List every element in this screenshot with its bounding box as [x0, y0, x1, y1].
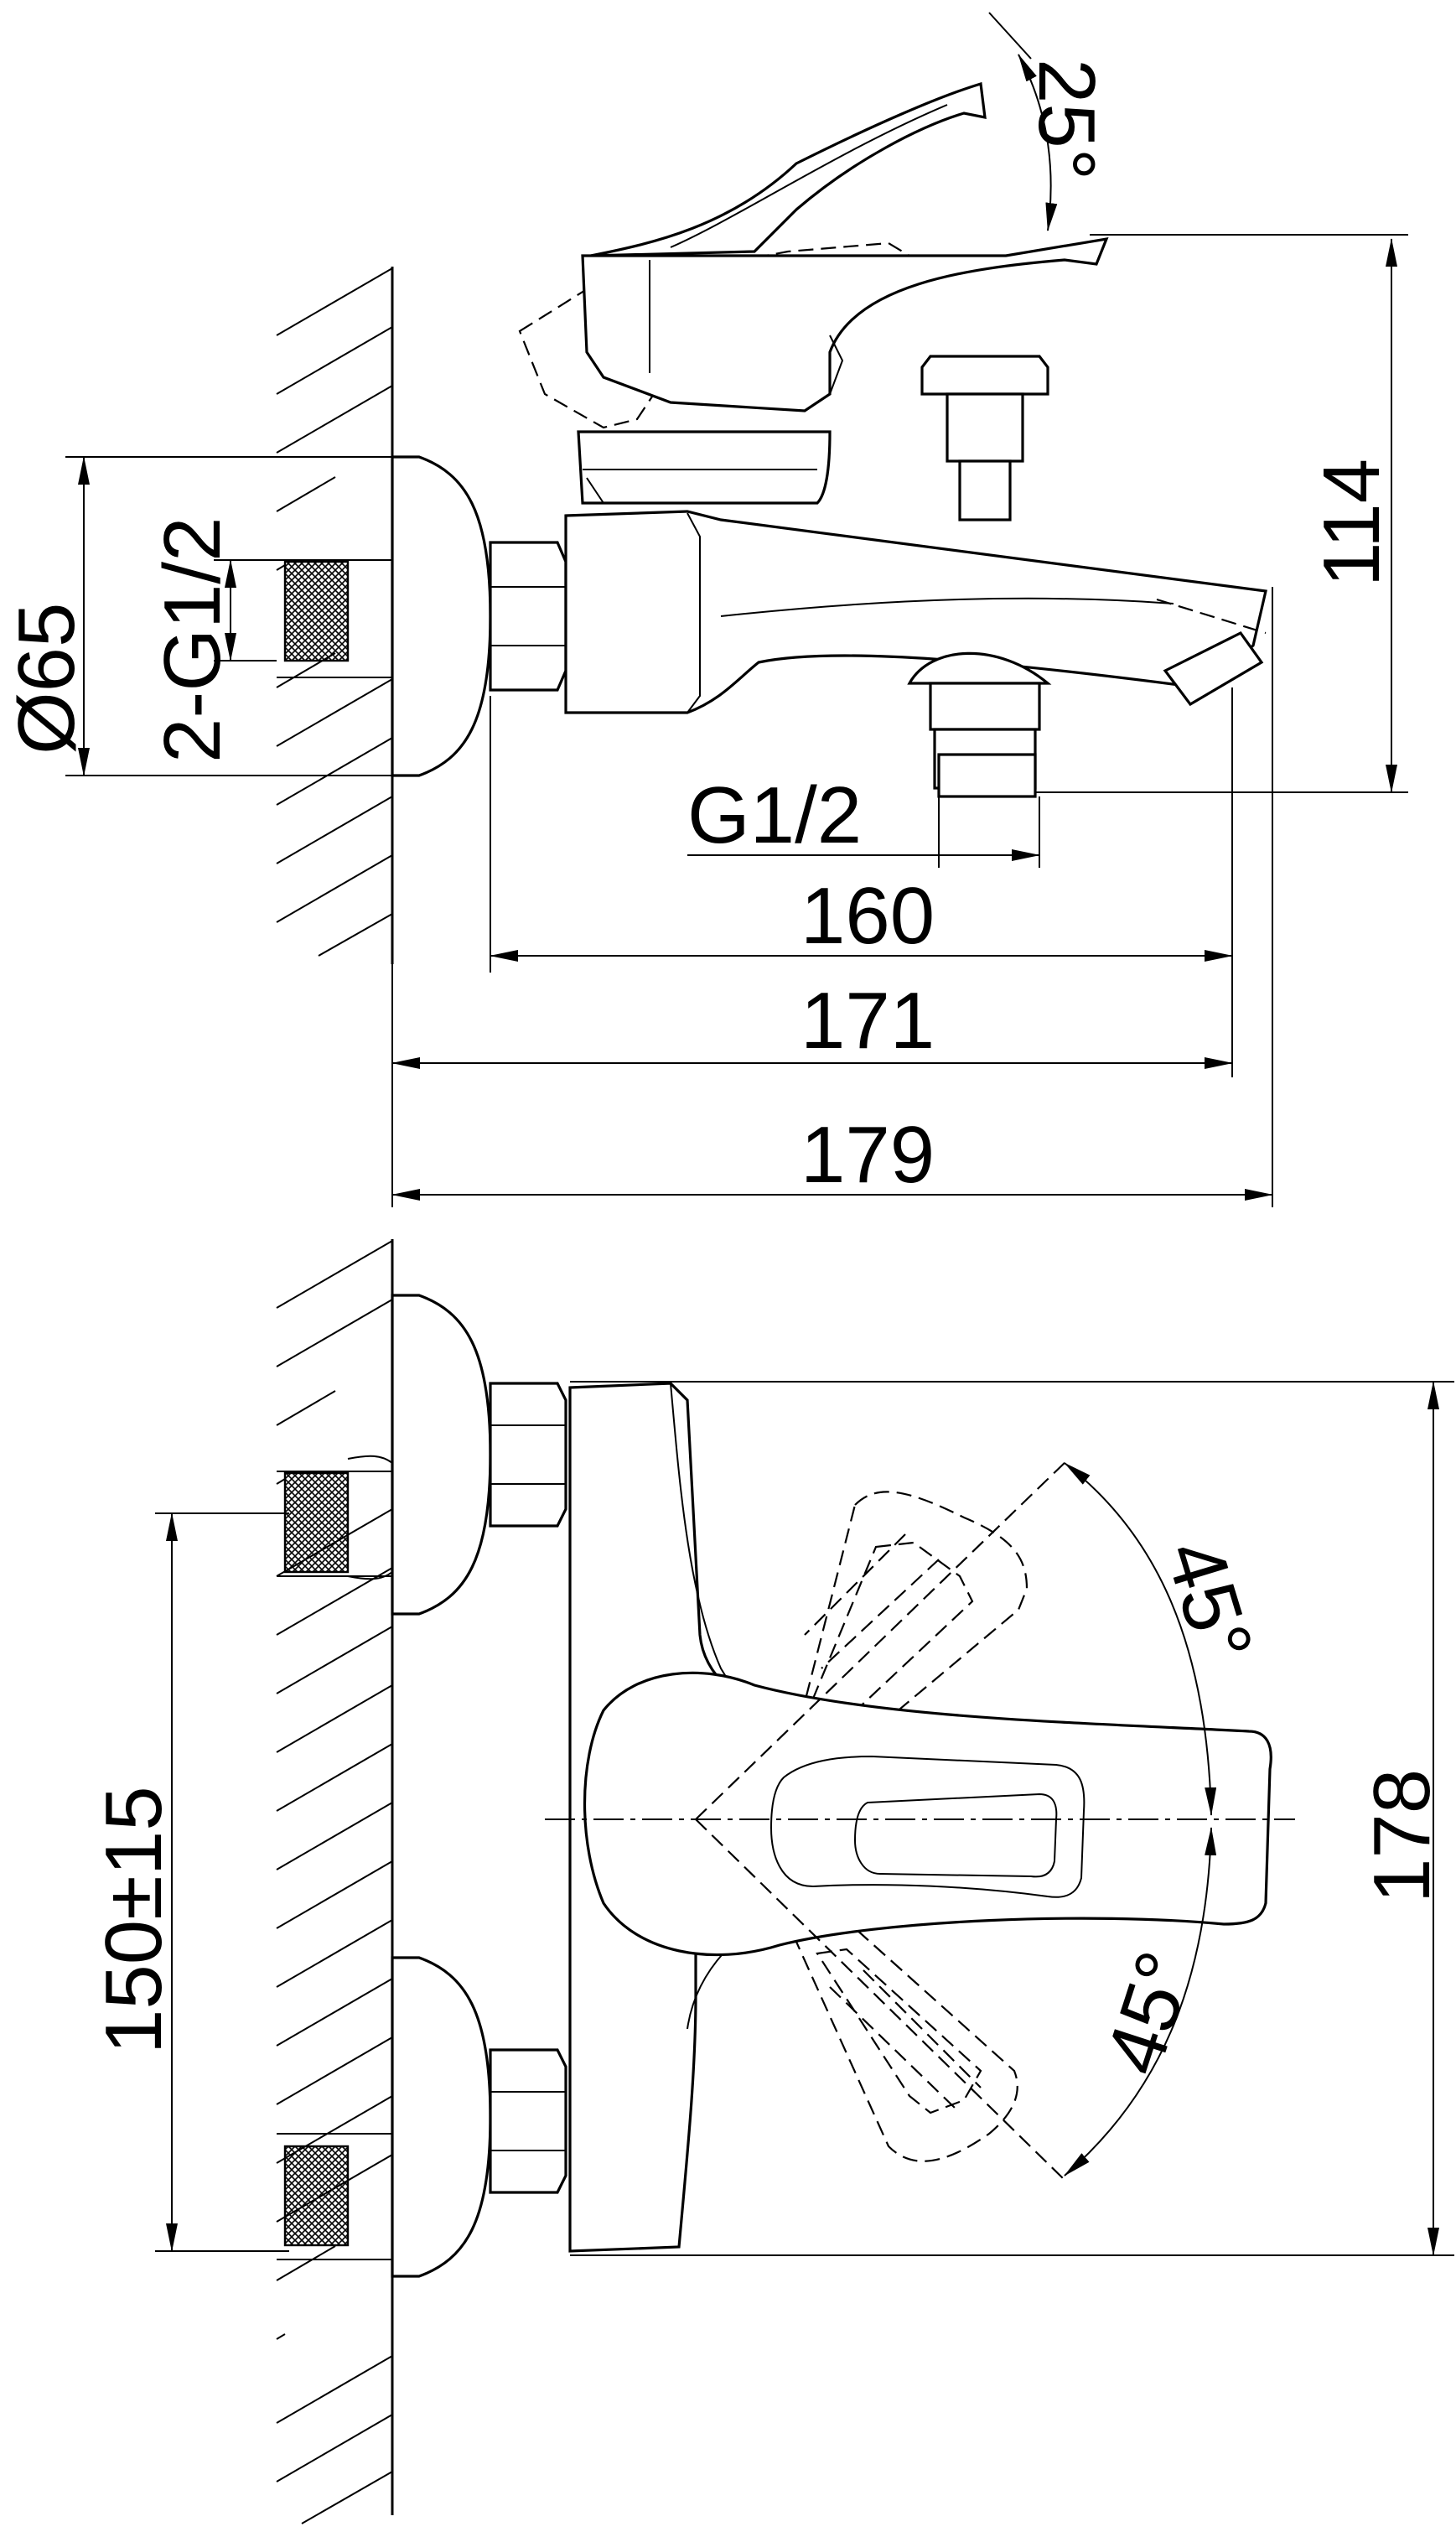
lower-flange — [391, 1956, 492, 2278]
width-171-label: 171 — [801, 976, 935, 1066]
diverter-knob — [920, 355, 1049, 521]
width-171-dimension — [391, 973, 1233, 1077]
height-114-dimension — [1035, 238, 1408, 793]
width-179-label: 179 — [801, 1110, 935, 1200]
outlet-thread-dimension — [687, 796, 1040, 868]
height-114-label: 114 — [1307, 459, 1396, 587]
lever-inset-inner — [853, 1793, 1058, 1878]
body-seam — [565, 512, 701, 713]
front-wall-hatching — [276, 1239, 394, 2524]
angle-25-label: 25° — [1022, 59, 1111, 180]
diameter-65-dimension — [65, 456, 402, 776]
angle-45-lower-dimension — [1064, 1827, 1217, 2176]
side-view: 25° 114 Ø65 2-G1/2 G1/2 — [2, 12, 1408, 1207]
height-178-label: 178 — [1357, 1769, 1447, 1903]
upper-inlet — [277, 1294, 567, 1616]
cartridge-housing — [577, 430, 832, 505]
lever-lower-hidden — [790, 1922, 1018, 2162]
upper-inlet-thread — [283, 1471, 350, 1574]
wall-flange — [391, 455, 492, 777]
lever-raised-contour — [670, 104, 948, 248]
angle-45-upper-label: 45° — [1148, 1530, 1270, 1673]
aerator — [1163, 630, 1264, 707]
angle-45-upper-dimension — [1064, 1462, 1217, 1816]
width-160-label: 160 — [801, 871, 935, 961]
lower-inlet — [277, 1956, 567, 2278]
centers-150-dimension — [155, 1512, 289, 2252]
diameter-65-label: Ø65 — [2, 603, 91, 755]
width-179-dimension — [391, 587, 1273, 1207]
lever-detail — [649, 260, 844, 395]
lower-hex-nut — [489, 2048, 567, 2194]
inlet-pipe — [277, 559, 392, 678]
lever-inset-outer — [769, 1755, 1086, 1898]
angle-25-dimension — [988, 12, 1408, 236]
lever-handle — [581, 236, 1109, 412]
angle-construction-lines — [695, 1458, 1070, 2181]
lower-inlet-thread — [283, 2145, 350, 2247]
width-160-dimension — [490, 687, 1233, 973]
inlet-thread-label: 2-G1/2 — [148, 517, 237, 763]
front-lever-handle — [583, 1671, 1272, 1957]
angle-45-lower-label: 45° — [1088, 1941, 1211, 2084]
height-178-dimension — [570, 1381, 1454, 2256]
outlet-thread-label: G1/2 — [687, 770, 862, 860]
spout-hidden-line — [1156, 598, 1267, 635]
spout-contour — [720, 597, 1174, 617]
shower-outlet — [907, 651, 1052, 798]
centers-150-label: 150±15 — [89, 1786, 179, 2054]
inlet-thread — [283, 560, 350, 662]
mixer-body — [564, 510, 1267, 714]
hex-nut — [489, 541, 567, 692]
front-view: 45° 45° 178 150±15 — [89, 1239, 1454, 2524]
upper-flange — [391, 1294, 492, 1616]
upper-hex-nut — [489, 1382, 567, 1528]
inlet-thread-dimension — [214, 559, 277, 661]
housing-edge — [586, 477, 604, 504]
lever-raised — [590, 81, 987, 257]
